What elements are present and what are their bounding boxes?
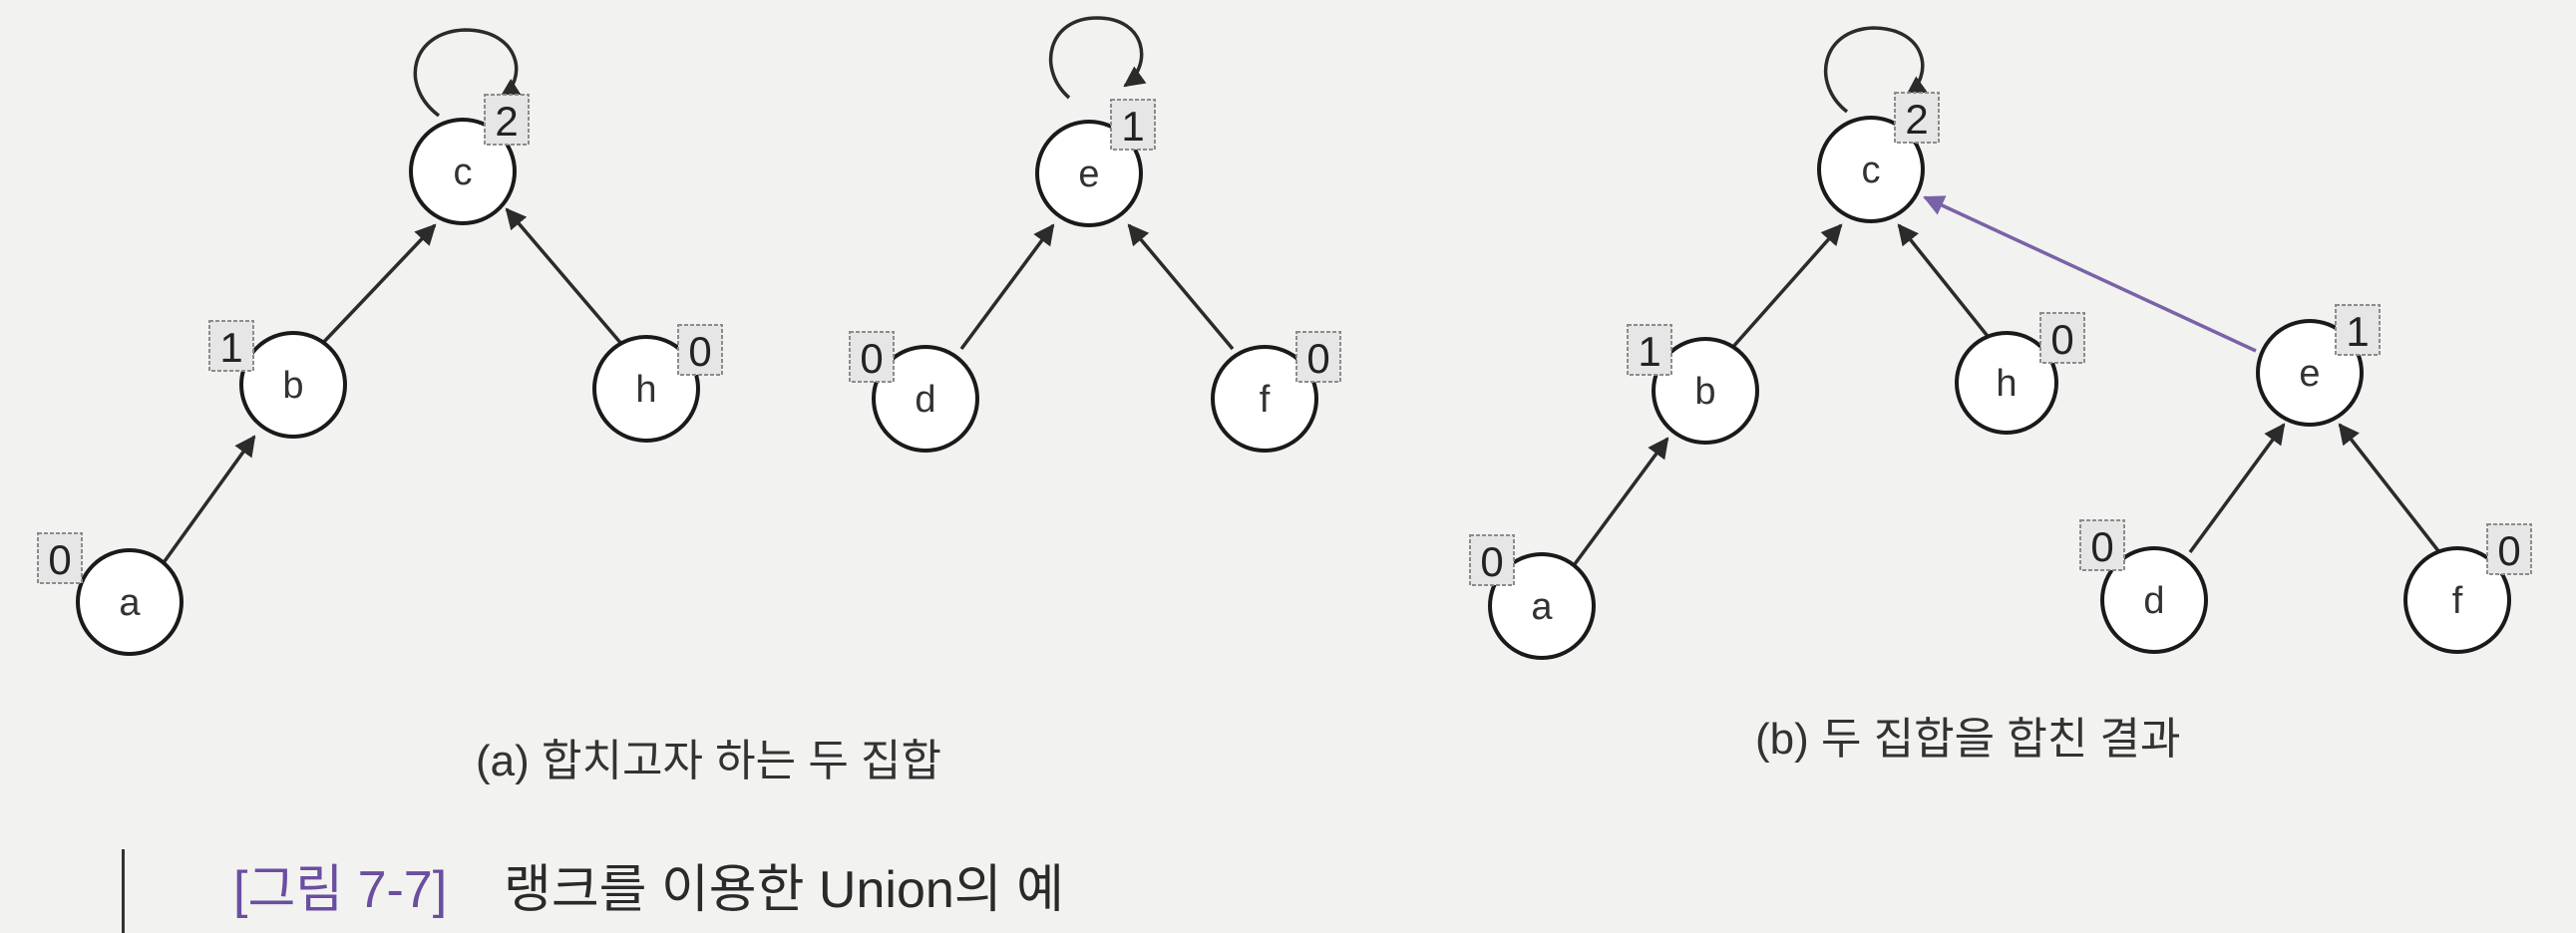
node-label: e	[2299, 353, 2320, 395]
self-loop-e	[1048, 16, 1147, 100]
node-d: d 0	[2079, 519, 2208, 654]
node-label: h	[635, 369, 656, 411]
node-b: b 1	[208, 320, 347, 439]
rank-value: 0	[860, 335, 883, 382]
rank-value: 2	[495, 98, 518, 145]
node-label: d	[915, 379, 935, 421]
node-a: a 0	[1469, 534, 1596, 660]
node-label: d	[2143, 580, 2164, 622]
edge-f-to-e	[2338, 423, 2441, 554]
panel-a: a 0 b 1 c 2 h 0 d 0	[37, 16, 1341, 785]
figure-title: 랭크를 이용한 Union의 예	[504, 861, 1064, 919]
rank-badge	[208, 320, 254, 372]
panel-b: a 0 b 1 c 2 h 0 e 1	[1469, 26, 2532, 764]
edge-f-to-e	[1127, 223, 1235, 351]
union-edge-e-to-c	[1923, 195, 2257, 353]
rank-value: 1	[1638, 328, 1660, 375]
rank-badge	[1894, 92, 1940, 144]
edge-b-to-c	[1729, 223, 1843, 351]
node-d: d 0	[849, 331, 979, 453]
edge-a-to-b	[1570, 437, 1669, 570]
rank-value: 0	[688, 328, 711, 375]
edge-h-to-c	[505, 207, 624, 347]
rank-value: 0	[1306, 335, 1329, 382]
edge-d-to-e	[959, 223, 1055, 351]
rank-value: 2	[1905, 96, 1928, 143]
edge-h-to-c	[1897, 223, 1997, 347]
node-e: e 1	[1035, 99, 1156, 227]
rank-badge	[2486, 523, 2532, 575]
node-label: b	[282, 365, 303, 407]
rank-badge	[1110, 99, 1156, 151]
edge-b-to-c	[317, 223, 437, 349]
figure-number: [그림 7-7]	[233, 861, 447, 919]
rank-badge	[2039, 312, 2085, 364]
rank-badge	[677, 324, 723, 376]
rank-badge	[1295, 331, 1341, 383]
node-e: e 1	[2256, 304, 2381, 427]
node-f: f 0	[2403, 523, 2532, 654]
node-f: f 0	[1211, 331, 1341, 453]
self-loop-c	[413, 28, 523, 118]
rank-value: 1	[1121, 103, 1144, 150]
node-label: e	[1078, 154, 1099, 195]
node-h: h 0	[1955, 312, 2085, 435]
rank-badge	[2079, 519, 2125, 571]
node-c: c 2	[1817, 92, 1940, 223]
node-a: a 0	[37, 532, 184, 656]
rank-badge	[37, 532, 83, 584]
edge-d-to-e	[2188, 423, 2286, 554]
node-label: f	[1260, 379, 1271, 421]
node-label: c	[454, 152, 473, 193]
node-c: c 2	[409, 94, 530, 225]
rank-value: 0	[2497, 527, 2520, 574]
rank-badge	[2335, 304, 2381, 356]
rank-value: 0	[1480, 538, 1503, 585]
self-loop-c	[1823, 26, 1929, 114]
edge-a-to-b	[158, 435, 256, 570]
node-label: h	[1996, 363, 2017, 405]
rank-value: 0	[2050, 316, 2073, 363]
node-h: h 0	[592, 324, 723, 443]
node-label: a	[119, 582, 141, 624]
node-label: f	[2452, 580, 2463, 622]
node-label: c	[1862, 150, 1881, 191]
rank-value: 1	[219, 324, 242, 371]
caption-bar	[122, 849, 125, 933]
node-label: b	[1694, 371, 1715, 413]
rank-value: 1	[2346, 308, 2369, 355]
rank-value: 0	[48, 536, 71, 583]
rank-badge	[849, 331, 895, 383]
rank-value: 0	[2090, 523, 2113, 570]
caption-b: (b) 두 집합을 합친 결과	[1755, 715, 2181, 764]
caption-a: (a) 합치고자 하는 두 집합	[476, 737, 941, 785]
rank-badge	[1627, 324, 1672, 376]
figure-caption: [그림 7-7] 랭크를 이용한 Union의 예	[122, 849, 1064, 933]
node-label: a	[1531, 586, 1553, 628]
rank-badge	[1469, 534, 1515, 586]
node-b: b 1	[1627, 324, 1759, 445]
rank-badge	[484, 94, 530, 146]
